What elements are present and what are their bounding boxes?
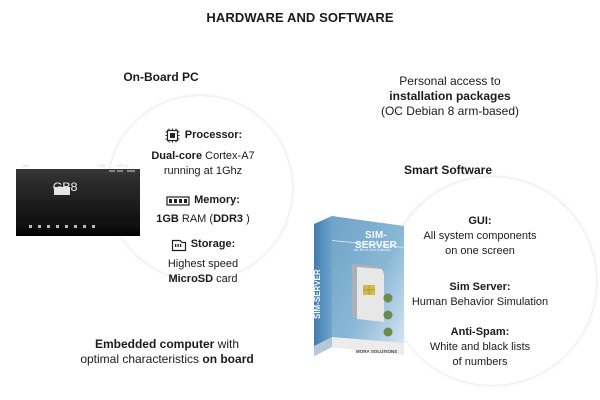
right-intro-line-2: installation packages: [389, 89, 511, 103]
processor-line-1: Dual-core Cortex-A7: [133, 149, 273, 164]
right-section-title: Smart Software: [403, 163, 493, 177]
device-lan-label: LAN: [22, 164, 29, 168]
right-intro: Personal access to installation packages…: [365, 74, 535, 119]
sim-server-feature: Sim Server: Human Behavior Simulation: [410, 280, 550, 310]
processor-label: Processor:: [184, 129, 243, 141]
product-box-side: [314, 216, 332, 356]
gui-label: GUI:: [468, 215, 492, 227]
right-feature-circle: [388, 177, 596, 385]
device-brand-label: GB8: [52, 180, 78, 194]
left-footer-line-1-rest: with: [214, 337, 240, 351]
left-section-title: On-Board PC: [123, 70, 199, 84]
left-footer-line-1: Embedded computer with: [57, 337, 277, 352]
processor-model: Cortex-A7: [205, 150, 255, 162]
anti-spam-feature: Anti-Spam: White and black lists of numb…: [410, 325, 550, 370]
processor-core-type: Dual-core: [151, 150, 203, 162]
sim-card-stack: [352, 264, 384, 322]
storage-format: MicroSD: [168, 272, 214, 285]
memory-type-suffix: ): [243, 212, 250, 225]
left-footer-line-2-rest: optimal characteristics: [80, 352, 203, 366]
storage-spec: Storage: Highest speed MicroSD card: [128, 237, 278, 287]
gui-line-2: on one screen: [445, 245, 515, 257]
sim-server-line-1: Human Behavior Simulation: [411, 296, 549, 308]
device-illustration: LAN USB 12V-2A: [16, 164, 140, 236]
anti-spam-line-2: of numbers: [452, 356, 508, 368]
left-footer-line-2: optimal characteristics on board: [57, 352, 277, 367]
product-box-brand-logo: MORA SOLUTIONS: [356, 349, 397, 354]
memory-type-prefix: RAM (: [181, 212, 214, 225]
left-footer-line-2-bold: on board: [202, 352, 254, 366]
sd-card-icon: [171, 238, 187, 252]
memory-label: Memory:: [194, 194, 240, 206]
processor-heading: Processor:: [164, 127, 242, 144]
feature-badges: [383, 293, 393, 337]
processor-spec: Processor: Dual-core Cortex-A7 running a…: [133, 127, 273, 179]
right-intro-line-1: Personal access to: [399, 74, 501, 88]
page-title: HARDWARE AND SOFTWARE: [206, 10, 394, 25]
right-intro-line-3: (OC Debian 8 arm-based): [380, 104, 520, 118]
onboard-pc-device: LAN USB 12V-2A GB8: [14, 159, 142, 239]
device-front-face: [16, 223, 140, 236]
gui-line-1: All system components: [423, 230, 537, 242]
storage-label: Storage:: [190, 238, 236, 250]
storage-line-2: MicroSD card: [128, 272, 278, 287]
sim-server-label: Sim Server:: [449, 281, 511, 293]
memory-heading: Memory:: [166, 193, 240, 208]
product-box-side-title: SIM-SERVER: [313, 269, 322, 319]
device-usb-label: USB: [98, 164, 106, 168]
device-power-label: 12V-2A: [117, 164, 129, 168]
device-side-ports: [109, 170, 135, 172]
product-box-bottom-band: [332, 337, 404, 355]
anti-spam-label: Anti-Spam:: [450, 326, 510, 338]
processor-frequency: running at 1Ghz: [163, 165, 243, 177]
cpu-icon: [164, 127, 181, 144]
memory-line-1: 1GB RAM (DDR3 ): [133, 212, 273, 227]
anti-spam-line-1: White and black lists: [429, 341, 531, 353]
storage-line-1: Highest speed: [167, 257, 239, 270]
storage-heading: Storage:: [171, 237, 236, 252]
left-footer-description: Embedded computer with optimal character…: [57, 337, 277, 367]
storage-format-suffix: card: [213, 272, 238, 285]
sim-server-product-box: MORA SOLUTIONS ... the life of your busi…: [313, 216, 410, 358]
memory-type: DDR3: [213, 212, 244, 225]
memory-icon: [166, 195, 190, 207]
gui-feature: GUI: All system components on one screen: [410, 214, 550, 259]
product-box-title: SIM-SERVER: [354, 230, 398, 251]
memory-size: 1GB: [156, 212, 179, 225]
left-footer-line-1-bold: Embedded computer: [94, 337, 215, 351]
device-led-row: [29, 225, 95, 228]
product-box-subtitle: ... the life of your business: [350, 248, 391, 252]
product-box-illustration: MORA SOLUTIONS ... the life of your busi…: [314, 216, 404, 356]
device-top-face: [16, 169, 140, 223]
memory-spec: Memory: 1GB RAM (DDR3 ): [133, 193, 273, 227]
device-label-plate: [54, 187, 70, 195]
